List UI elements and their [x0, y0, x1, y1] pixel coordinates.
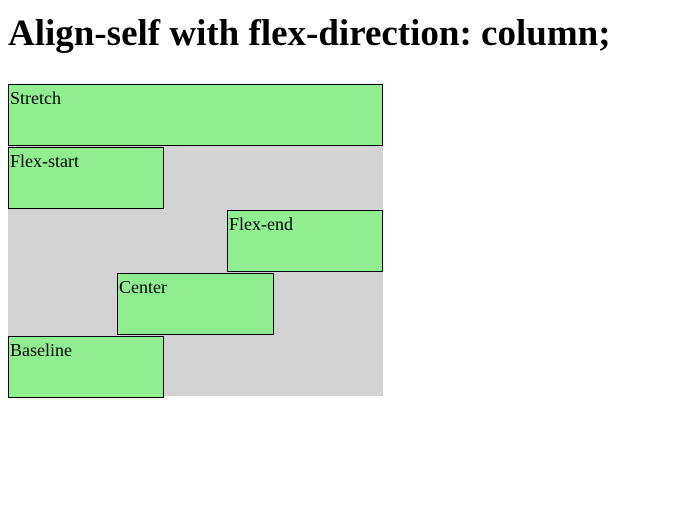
flex-item-baseline: Baseline [8, 336, 164, 398]
flex-item-center: Center [117, 273, 274, 335]
flex-item-flex-start: Flex-start [8, 147, 164, 209]
page-title: Align-self with flex-direction: column; [8, 13, 611, 54]
flex-item-flex-end: Flex-end [227, 210, 383, 272]
flex-item-stretch: Stretch [8, 84, 383, 146]
flex-column-container: Stretch Flex-start Flex-end Center Basel… [8, 84, 383, 398]
